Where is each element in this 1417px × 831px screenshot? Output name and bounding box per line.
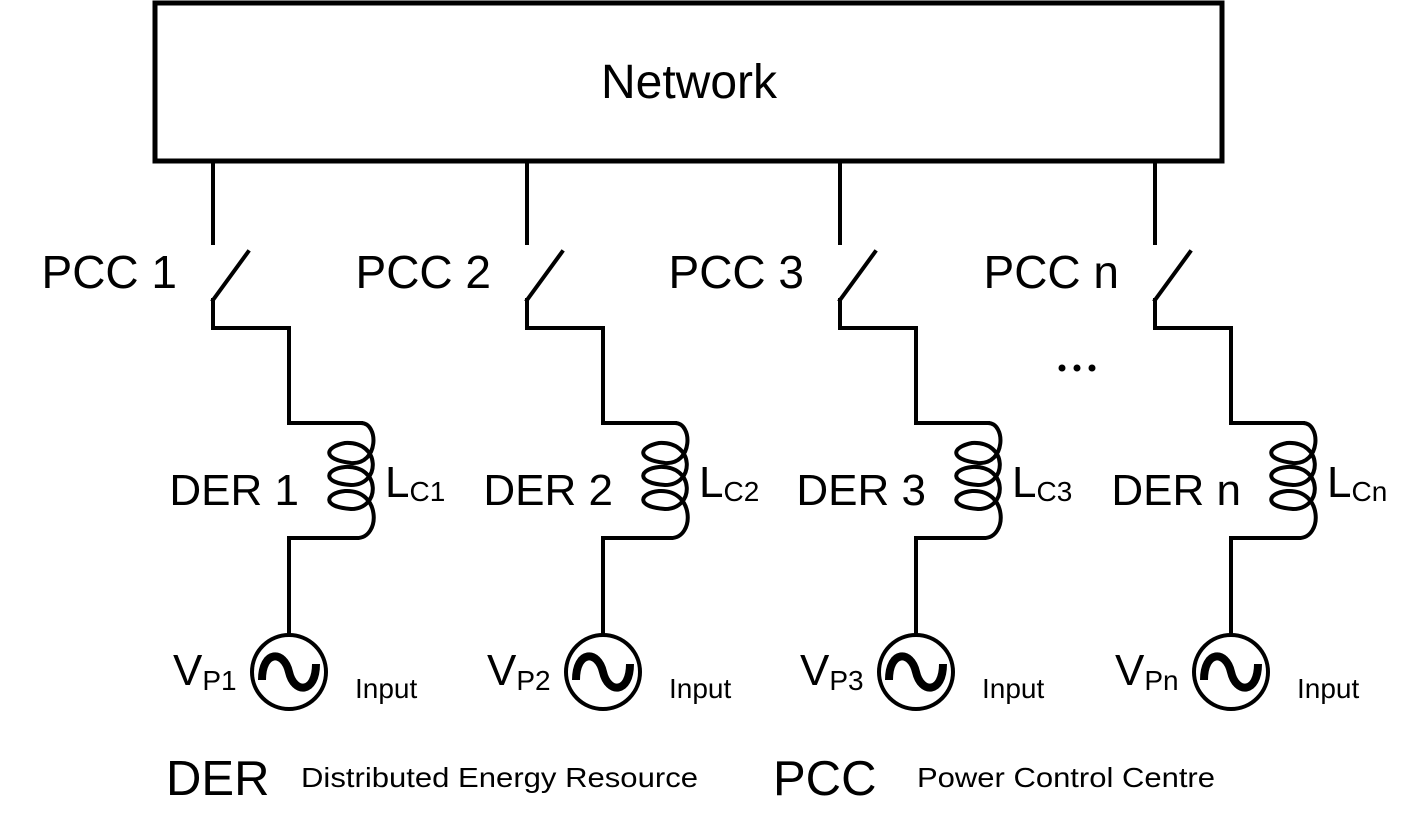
inductor-coil-icon [327, 421, 376, 540]
inductor-subscript: C3 [1036, 476, 1072, 507]
legend-description: Distributed Energy Resource [301, 762, 698, 793]
legend-term: PCC [773, 752, 876, 806]
inductor-subscript: C2 [723, 476, 759, 507]
switch-blade [837, 249, 878, 303]
source-label: VP2 [487, 646, 551, 696]
legend-item-pcc: PCC Power Control Centre [773, 752, 1215, 806]
pcc-switch [1152, 249, 1193, 303]
source-wire [601, 536, 673, 636]
switch-blade [524, 249, 565, 303]
ac-source-icon [564, 633, 642, 711]
source-label: VP1 [173, 646, 237, 696]
pcc-switch [524, 249, 565, 303]
ellipsis-dot [1058, 364, 1066, 372]
input-label: Input [1297, 673, 1359, 704]
network-block: Network [152, 0, 1225, 164]
der-label: DER 2 [483, 466, 613, 515]
inductor-label: LCn [1327, 458, 1387, 507]
input-label: Input [355, 673, 417, 704]
sine-wave-icon [572, 652, 634, 692]
inductor-subscript: C1 [409, 476, 445, 507]
input-label: Input [982, 673, 1044, 704]
ac-source-icon [877, 633, 955, 711]
pcc-label: PCC 2 [356, 246, 491, 298]
inductor-coil-icon [954, 421, 1003, 540]
ac-source-icon [1192, 633, 1270, 711]
source-label: VPn [1115, 646, 1179, 696]
pcc-label: PCC 1 [42, 246, 177, 298]
legend-description: Power Control Centre [917, 762, 1215, 793]
legend: DER Distributed Energy Resource PCC Powe… [166, 752, 1215, 806]
connector-wire [211, 298, 363, 425]
legend-term: DER [166, 752, 269, 806]
inductor-label: LC2 [699, 458, 759, 507]
der-label: DER n [1111, 466, 1241, 515]
ellipsis [1058, 364, 1096, 372]
sine-wave-icon [885, 652, 947, 692]
sine-wave-icon [258, 652, 320, 692]
source-subscript: P1 [202, 665, 236, 696]
pcc-switch [837, 249, 878, 303]
switch-blade [1152, 249, 1193, 303]
connector-wire [838, 298, 990, 425]
switch-blade [210, 249, 251, 303]
network-box [152, 0, 1225, 164]
source-wire [1229, 536, 1301, 636]
input-label: Input [669, 673, 731, 704]
inductor-label: LC1 [385, 458, 445, 507]
source-subscript: Pn [1144, 665, 1178, 696]
source-subscript: P2 [516, 665, 550, 696]
inductor-label: LC3 [1012, 458, 1072, 507]
legend-item-der: DER Distributed Energy Resource [166, 752, 698, 806]
inductor-coil-icon [641, 421, 690, 540]
pcc-switch [210, 249, 251, 303]
ac-source-icon [250, 633, 328, 711]
pcc-label: PCC 3 [669, 246, 804, 298]
sine-wave-icon [1200, 652, 1262, 692]
source-wire [914, 536, 986, 636]
source-wire [287, 536, 359, 636]
connector-wire [525, 298, 677, 425]
der-label: DER 1 [169, 466, 299, 515]
inductor-coil-icon [1269, 421, 1318, 540]
pcc-label: PCC n [984, 246, 1119, 298]
network-label: Network [601, 56, 778, 109]
ellipsis-dot [1088, 364, 1096, 372]
ellipsis-dot [1073, 364, 1081, 372]
der-label: DER 3 [796, 466, 926, 515]
source-subscript: P3 [829, 665, 863, 696]
inductor-subscript: Cn [1351, 476, 1387, 507]
source-label: VP3 [800, 646, 864, 696]
connector-wire [1153, 298, 1305, 425]
